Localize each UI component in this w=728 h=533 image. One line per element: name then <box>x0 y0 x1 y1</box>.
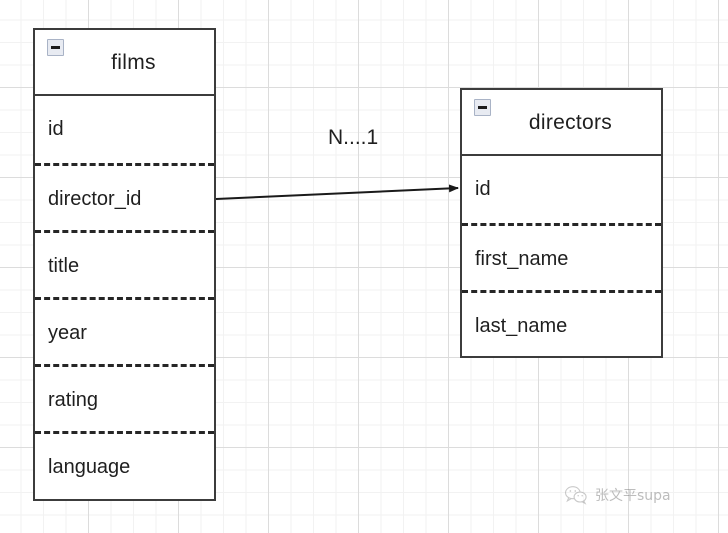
watermark: 张文平supa <box>564 485 671 505</box>
field-row[interactable]: title <box>35 230 214 297</box>
entity-fields-directors: id first_name last_name <box>462 156 661 357</box>
entity-title-directors: directors <box>528 111 613 134</box>
entity-table-directors[interactable]: directors id first_name last_name <box>460 88 663 358</box>
relationship-line <box>215 184 459 200</box>
field-row[interactable]: rating <box>35 364 214 431</box>
watermark-text: 张文平supa <box>595 488 671 504</box>
minus-icon[interactable] <box>474 99 491 116</box>
field-row[interactable]: first_name <box>462 223 661 290</box>
field-row[interactable]: id <box>475 178 491 200</box>
field-row[interactable]: id <box>48 118 64 140</box>
field-row[interactable]: last_name <box>462 290 661 357</box>
minus-icon[interactable] <box>47 39 64 56</box>
entity-title-films: films <box>111 51 156 74</box>
wechat-icon <box>564 486 587 505</box>
field-row[interactable]: year <box>35 297 214 364</box>
entity-header-directors: directors <box>462 90 661 156</box>
relationship-cardinality-label: N....1 <box>328 126 379 149</box>
field-row[interactable]: director_id <box>35 163 214 230</box>
entity-table-films[interactable]: films id director_id title year rating l… <box>33 28 216 501</box>
field-row[interactable]: language <box>35 431 214 498</box>
entity-fields-films: id director_id title year rating languag… <box>35 96 214 498</box>
entity-header-films: films <box>35 30 214 96</box>
